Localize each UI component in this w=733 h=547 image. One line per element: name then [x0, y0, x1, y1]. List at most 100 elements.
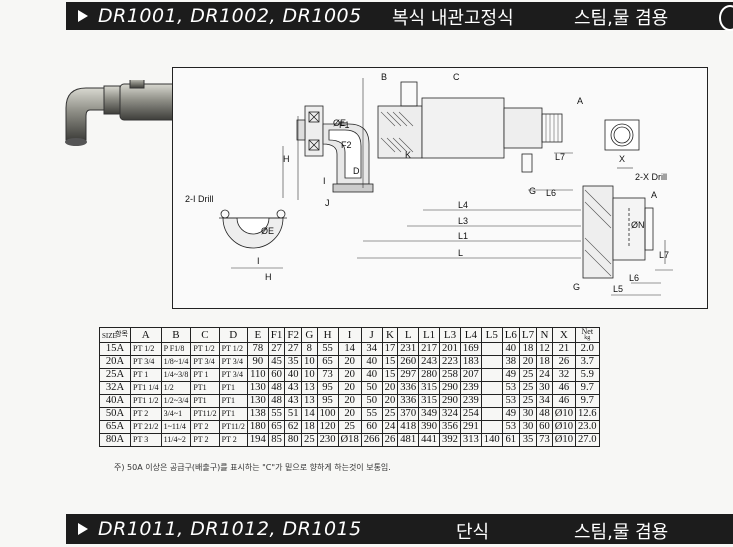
table-cell: 13: [301, 381, 318, 395]
table-cell: 324: [439, 407, 461, 421]
table-cell: 15: [381, 368, 399, 382]
joint-type: 단식: [456, 522, 490, 543]
table-cell: 80: [284, 433, 303, 447]
table-cell: PT 3/4: [218, 368, 248, 382]
table-cell: 266: [360, 433, 383, 447]
column-header: N: [536, 327, 553, 343]
table-cell: 65: [316, 355, 339, 369]
label-e: ØE: [333, 118, 346, 128]
table-cell: 1/4~3/8: [160, 368, 192, 382]
table-cell: 61: [501, 433, 520, 447]
table-cell: 46: [551, 381, 577, 395]
label-l7-right: L7: [659, 250, 669, 260]
table-cell: 17: [381, 342, 399, 356]
table-cell: 25: [518, 381, 538, 395]
table-cell: Ø10: [551, 433, 577, 447]
table-cell: PT11/2: [218, 420, 248, 434]
table-cell: 243: [418, 355, 441, 369]
table-cell: 356: [439, 420, 461, 434]
label-a: A: [577, 96, 583, 106]
table-cell: 315: [418, 381, 441, 395]
title-band: DR1001, DR1002, DR1005 복식 내관고정식 스팀,물 겸용: [66, 2, 733, 31]
table-cell: 3/4~1: [160, 407, 192, 421]
table-cell: 30: [518, 407, 538, 421]
table-cell: 20: [337, 407, 362, 421]
table-cell: 130: [246, 394, 269, 408]
table-cell: PT 1/2: [130, 342, 162, 356]
technical-drawing: B C A F1 F2 ØE H I J K D G L6 L7 X L4 L3…: [172, 67, 708, 309]
table-cell: 21: [551, 342, 577, 356]
label-g: G: [529, 186, 536, 196]
table-cell: PT 1: [130, 368, 162, 382]
table-cell: 73: [316, 368, 339, 382]
table-cell: 254: [459, 407, 482, 421]
table-cell: PT 1/2: [218, 342, 248, 356]
table-cell: 53: [501, 394, 520, 408]
table-cell: 1/8~1/4: [160, 355, 192, 369]
table-cell: 392: [439, 433, 461, 447]
table-cell: 35: [518, 433, 538, 447]
table-cell: 46: [551, 394, 577, 408]
table-cell: 50: [360, 394, 383, 408]
table-cell: 73: [536, 433, 553, 447]
next-section-band: DR1011, DR1012, DR1015 단식 스팀,물 겸용: [66, 514, 733, 544]
net-unit: kg: [584, 335, 591, 341]
table-cell: 390: [418, 420, 441, 434]
column-header: G: [301, 327, 318, 343]
table-cell: PT1 1/2: [130, 394, 162, 408]
table-cell: Ø10: [551, 420, 577, 434]
table-cell: 194: [246, 433, 269, 447]
table-cell: 1/2~3/4: [160, 394, 192, 408]
label-a-right: A: [651, 190, 657, 200]
label-d: D: [353, 166, 360, 176]
page-corner-mark: [719, 5, 733, 31]
table-cell: 30: [536, 381, 553, 395]
table-cell: 15: [381, 355, 399, 369]
table-cell: 25: [518, 394, 538, 408]
column-header: D: [218, 327, 248, 343]
table-cell: 27.0: [575, 433, 600, 447]
table-cell: 20: [518, 355, 538, 369]
label-drill-x: 2-X Drill: [635, 172, 667, 182]
table-cell: PT 3/4: [190, 355, 220, 369]
column-header: L: [397, 327, 420, 343]
table-cell: 30: [518, 420, 538, 434]
table-cell: 85: [267, 433, 286, 447]
table-cell: 1/2: [160, 381, 192, 395]
column-header: J: [360, 327, 383, 343]
table-cell: 18: [301, 420, 318, 434]
table-cell: PT 1/2: [190, 342, 220, 356]
table-cell: 43: [284, 394, 303, 408]
table-cell: 35: [284, 355, 303, 369]
label-i-left: I: [257, 256, 260, 266]
usage-type: 스팀,물 겸용: [574, 522, 669, 543]
label-drill-i: 2-I Drill: [185, 194, 214, 204]
table-cell: 65: [267, 420, 286, 434]
table-cell: 24: [536, 368, 553, 382]
column-header: L6: [501, 327, 520, 343]
table-cell: 49: [501, 407, 520, 421]
column-header: L5: [480, 327, 503, 343]
table-cell: PT 3: [130, 433, 162, 447]
table-cell: [480, 420, 503, 434]
label-g-right: G: [573, 282, 580, 292]
label-l5: L5: [613, 284, 623, 294]
table-cell: 217: [418, 342, 441, 356]
table-cell: 95: [316, 394, 339, 408]
table-cell: 223: [439, 355, 461, 369]
table-cell: 23.0: [575, 420, 600, 434]
label-h-left: H: [265, 272, 272, 282]
label-i: I: [323, 176, 326, 186]
table-cell: 20: [337, 394, 362, 408]
table-cell: PT 21/2: [130, 420, 162, 434]
table-cell: 65A: [99, 420, 131, 434]
table-cell: 336: [397, 381, 420, 395]
table-cell: PT1: [218, 407, 248, 421]
table-cell: 95: [316, 381, 339, 395]
label-l: L: [458, 248, 463, 258]
